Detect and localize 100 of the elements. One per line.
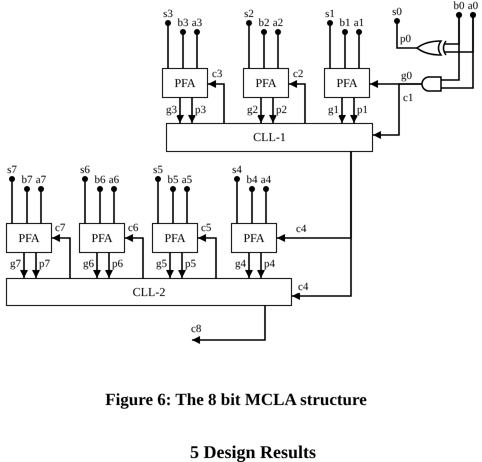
arrow bbox=[166, 253, 174, 278]
wire bbox=[155, 176, 161, 223]
terminal-label: b6 bbox=[94, 174, 106, 186]
wire bbox=[249, 186, 255, 223]
arrow bbox=[93, 253, 101, 278]
logic-block: PFA bbox=[79, 223, 125, 253]
wire-label: p4 bbox=[264, 258, 275, 270]
arrow bbox=[257, 98, 265, 123]
wire bbox=[275, 29, 281, 68]
wire bbox=[263, 186, 269, 223]
arrow bbox=[198, 234, 217, 278]
wire-label: p7 bbox=[39, 258, 50, 270]
terminal-label: b2 bbox=[258, 17, 270, 29]
arrow bbox=[373, 83, 422, 139]
wire bbox=[234, 176, 240, 223]
logic-block: PFA bbox=[324, 68, 370, 98]
arrow bbox=[269, 98, 277, 123]
logic-block: PFA bbox=[231, 223, 277, 253]
terminal-label: s4 bbox=[232, 164, 242, 176]
terminal-label: s1 bbox=[325, 8, 335, 20]
wire bbox=[165, 20, 171, 68]
and-gate bbox=[421, 76, 442, 92]
arrow bbox=[350, 98, 358, 123]
terminal-label: b0 bbox=[454, 0, 464, 12]
arrow bbox=[338, 98, 346, 123]
wire-label: c5 bbox=[201, 222, 212, 234]
wire-label: c1 bbox=[403, 92, 414, 104]
logic-block: PFA bbox=[243, 68, 289, 98]
wire-label: c8 bbox=[191, 323, 202, 335]
terminal-label: a3 bbox=[192, 17, 202, 29]
terminal-label: b7 bbox=[22, 174, 32, 186]
arrow bbox=[20, 253, 28, 278]
wire bbox=[184, 186, 190, 223]
wire-label: c4 bbox=[296, 223, 306, 235]
wire-label: p3 bbox=[195, 104, 206, 116]
terminal-label: s0 bbox=[392, 6, 402, 18]
xor-gate bbox=[416, 40, 448, 56]
terminal-label: a2 bbox=[272, 17, 284, 29]
wire bbox=[180, 29, 186, 68]
terminal-label: b5 bbox=[168, 174, 178, 186]
terminal-label: s5 bbox=[153, 164, 163, 176]
terminal-label: s7 bbox=[7, 164, 17, 176]
arrow bbox=[188, 98, 196, 123]
section-heading: 5 Design Results bbox=[190, 442, 316, 462]
wire-label: g6 bbox=[83, 258, 94, 270]
arrow bbox=[292, 152, 352, 300]
wire bbox=[97, 186, 103, 223]
logic-block: CLL-2 bbox=[6, 278, 292, 306]
arrow bbox=[32, 253, 40, 278]
wire bbox=[342, 29, 348, 68]
arrow bbox=[289, 80, 306, 123]
arrow bbox=[105, 253, 113, 278]
wire bbox=[327, 20, 333, 68]
wire-label: g2 bbox=[247, 104, 258, 116]
wire-label: c3 bbox=[212, 68, 222, 80]
wire bbox=[170, 186, 176, 223]
wire bbox=[194, 29, 200, 68]
logic-block: PFA bbox=[162, 68, 208, 98]
terminal-label: a1 bbox=[354, 17, 364, 29]
wire-label: p5 bbox=[185, 258, 196, 270]
terminal-label: a7 bbox=[36, 174, 46, 186]
arrow bbox=[257, 253, 265, 278]
figure-caption: Figure 6: The 8 bit MCLA structure bbox=[105, 390, 367, 410]
wire-label: g7 bbox=[10, 258, 21, 270]
logic-block: PFA bbox=[6, 223, 52, 253]
arrow bbox=[178, 253, 186, 278]
wire-label: c7 bbox=[55, 222, 66, 234]
wire bbox=[261, 29, 267, 68]
arrow bbox=[125, 234, 144, 278]
wire-label: g5 bbox=[156, 258, 167, 270]
wire-label: c2 bbox=[293, 68, 304, 80]
wire-label: g3 bbox=[166, 104, 177, 116]
wire bbox=[441, 12, 462, 81]
wire bbox=[9, 176, 15, 223]
wire-label: p0 bbox=[400, 33, 411, 45]
logic-block: PFA bbox=[152, 223, 198, 253]
terminal-label: s3 bbox=[163, 8, 173, 20]
wire-label: g1 bbox=[328, 104, 339, 116]
arrow bbox=[52, 234, 71, 278]
terminal-label: a6 bbox=[108, 174, 120, 186]
wire-label: p1 bbox=[357, 104, 368, 116]
arrow bbox=[192, 306, 266, 344]
wire-label: c6 bbox=[128, 222, 138, 234]
wire-label: g0 bbox=[401, 70, 412, 82]
terminal-label: a0 bbox=[468, 0, 478, 12]
wire bbox=[24, 186, 30, 223]
wire bbox=[394, 18, 417, 49]
wire bbox=[246, 20, 252, 68]
arrow bbox=[208, 80, 225, 123]
wire-label: g4 bbox=[235, 258, 246, 270]
wire bbox=[82, 176, 88, 223]
terminal-label: b3 bbox=[178, 17, 188, 29]
wire bbox=[356, 29, 362, 68]
terminal-label: s6 bbox=[80, 164, 90, 176]
arrow bbox=[176, 98, 184, 123]
wire bbox=[111, 186, 117, 223]
wire-label: c4 bbox=[298, 281, 308, 293]
terminal-label: a5 bbox=[182, 174, 192, 186]
wire-label: p2 bbox=[276, 104, 287, 116]
terminal-label: s2 bbox=[244, 8, 254, 20]
